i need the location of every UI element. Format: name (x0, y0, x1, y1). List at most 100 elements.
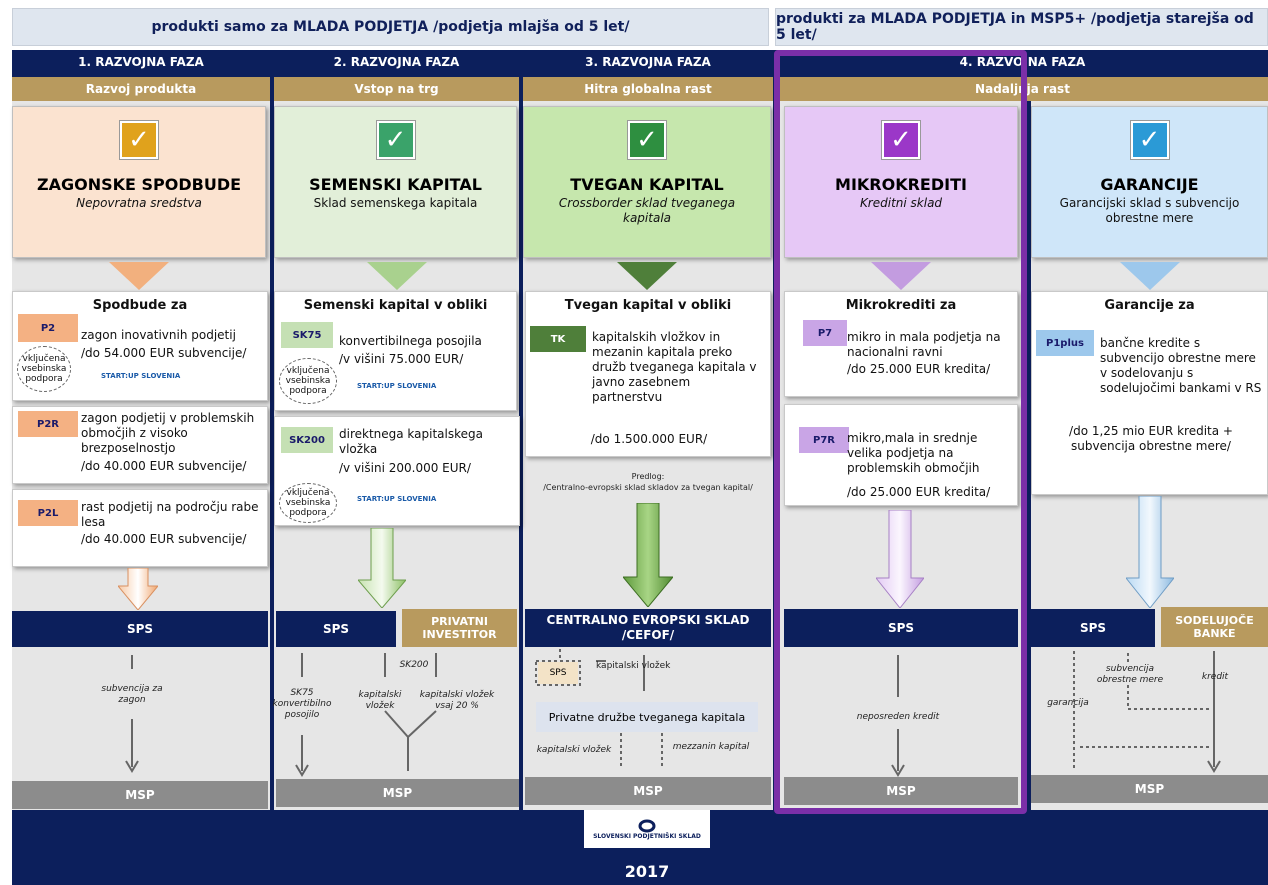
code-badge: P1plus (1036, 330, 1094, 356)
startup-slovenia-logo: START:UP SLOVENIA (357, 495, 437, 503)
note-title: Predlog: (631, 472, 665, 481)
down-triangle-icon (871, 262, 931, 290)
col2-down-arrow-icon (358, 528, 406, 608)
card-garancije: ✓ GARANCIJE Garancijski sklad s subvenci… (1031, 106, 1268, 258)
card-mikrokrediti: ✓ MIKROKREDITI Kreditni sklad (784, 106, 1018, 258)
phase-2-title: 2. RAZVOJNA FAZA (274, 50, 519, 74)
sps-small-box: SPS (538, 662, 578, 684)
msp-bar-1: MSP (12, 781, 268, 809)
card-title: TVEGAN KAPITAL (570, 175, 724, 194)
privatni-investitor-box: PRIVATNI INVESTITOR (402, 609, 517, 647)
card-subtitle: Crossborder sklad tveganega kapitala (558, 196, 736, 225)
card-subtitle: Kreditni sklad (859, 196, 943, 210)
phase-2-sub: Vstop na trg (274, 77, 519, 101)
col5-box-p1plus: Garancije za P1plus bančne kredite s sub… (1031, 291, 1268, 495)
item-amount: /do 1.500.000 EUR/ (590, 432, 708, 446)
item-text: direktnega kapitalskega vložka (339, 427, 483, 456)
col3-note: Predlog: /Centralno-evropski sklad sklad… (523, 471, 773, 493)
flow-label: subvencija za zagon (101, 684, 163, 705)
code-badge: P2R (18, 411, 78, 437)
checkbox-icon: ✓ (120, 121, 158, 159)
down-triangle-icon (367, 262, 427, 290)
header-young-companies: produkti samo za MLADA PODJETJA /podjetj… (12, 8, 769, 46)
sps-logo-icon (638, 819, 656, 832)
support-oval: vključena vsebinska podpora (17, 346, 71, 392)
startup-slovenia-logo: START:UP SLOVENIA (101, 372, 181, 380)
private-vc-box: Privatne družbe tveganega kapitala (536, 702, 758, 732)
phase-3-title: 3. RAZVOJNA FAZA (523, 50, 773, 74)
item-text: mikro,mala in srednje velika podjetja na… (847, 431, 980, 475)
code-badge: P2L (18, 500, 78, 526)
phase-1-sub: Razvoj produkta (12, 77, 270, 101)
item-text: zagon podjetij v problemskih območjih z … (81, 411, 255, 455)
msp-bar-2: MSP (276, 779, 519, 807)
highlight-frame-mikrokrediti (774, 50, 1027, 814)
item-text: kapitalskih vložkov in mezanin kapitala … (592, 330, 757, 404)
item-amount: /do 25.000 EUR kredita/ (847, 362, 991, 376)
flow-label: subvencija obrestne mere (1096, 664, 1164, 685)
flow-label: SK200 (399, 660, 429, 670)
cefof-box: CENTRALNO EVROPSKI SKLAD /CEFOF/ (525, 609, 771, 647)
phase-1-title: 1. RAZVOJNA FAZA (12, 50, 270, 74)
col2-title: Semenski kapital v obliki (303, 298, 488, 313)
header-right-label: produkti za MLADA PODJETJA in MSP5+ /pod… (776, 11, 1254, 43)
card-title: GARANCIJE (1100, 175, 1199, 194)
col1-box-p2l: P2L rast podjetij na področju rabe lesa … (12, 489, 268, 567)
checkbox-icon: ✓ (376, 121, 415, 159)
flow-label: mezzanin kapital (672, 742, 750, 752)
code-badge: SK200 (281, 427, 333, 453)
flow-lines (125, 649, 1221, 777)
item-text: mikro in mala podjetja na nacionalni rav… (847, 330, 1001, 359)
msp-bar-4: MSP (784, 777, 1018, 805)
flow-label: kapitalski vložek vsaj 20 % (419, 690, 495, 711)
card-semenski-kapital: ✓ SEMENSKI KAPITAL Sklad semenskega kapi… (274, 106, 517, 258)
item-text: bančne kredite s subvencijo obrestne mer… (1100, 336, 1262, 395)
col4-title: Mikrokrediti za (845, 298, 957, 313)
col2-box-sk200: SK200 direktnega kapitalskega vložka /v … (274, 416, 520, 526)
card-subtitle: Nepovratna sredstva (76, 196, 202, 210)
item-amount: /do 54.000 EUR subvencije/ (81, 346, 247, 360)
col1-down-arrow-icon (118, 568, 158, 610)
card-zagonske-spodbude: ✓ ZAGONSKE SPODBUDE Nepovratna sredstva (12, 106, 266, 258)
card-tvegan-kapital: ✓ TVEGAN KAPITAL Crossborder sklad tvega… (523, 106, 771, 258)
col2-box-sk75: Semenski kapital v obliki SK75 konvertib… (274, 291, 517, 411)
down-triangle-icon (617, 262, 677, 290)
item-amount: /do 25.000 EUR kredita/ (847, 485, 991, 499)
support-oval: vključena vsebinska podpora (279, 358, 337, 404)
item-amount: /do 40.000 EUR subvencije/ (81, 459, 247, 473)
col4-box-p7r: P7R mikro,mala in srednje velika podjetj… (784, 404, 1018, 506)
flow-label: kapitalski vložek (358, 690, 402, 711)
code-badge: SK75 (281, 322, 333, 348)
header-left-label: produkti samo za MLADA PODJETJA /podjetj… (151, 19, 630, 35)
item-amount: /do 1,25 mio EUR kredita + subvencija ob… (1069, 424, 1233, 453)
flow-label: kapitalski vložek (596, 661, 671, 671)
col3-down-arrow-icon (623, 503, 673, 607)
startup-slovenia-logo: START:UP SLOVENIA (357, 382, 437, 390)
col1-box-p2: Spodbude za P2 zagon inovativnih podjeti… (12, 291, 268, 401)
col4-box-p7: Mikrokrediti za P7 mikro in mala podjetj… (784, 291, 1018, 397)
flow-label: SK75 konvertibilno posojilo (272, 688, 332, 720)
col3-box-tk: Tvegan kapital v obliki TK kapitalskih v… (525, 291, 771, 457)
col1-title: Spodbude za (92, 298, 188, 313)
phase-3-sub: Hitra globalna rast (523, 77, 773, 101)
code-badge: P7R (799, 427, 849, 453)
item-text: konvertibilnega posojila (339, 334, 482, 348)
card-title: MIKROKREDITI (835, 175, 967, 194)
code-badge: P2 (18, 314, 78, 342)
checkbox-icon: ✓ (1130, 121, 1169, 159)
support-oval: vključena vsebinska podpora (279, 483, 337, 523)
item-amount: /do 40.000 EUR subvencije/ (81, 532, 247, 546)
checkbox-icon: ✓ (882, 121, 920, 159)
col4-down-arrow-icon (876, 510, 924, 608)
flow-label: kredit (1201, 672, 1229, 682)
item-amount: /v višini 200.000 EUR/ (339, 461, 471, 475)
item-text: zagon inovativnih podjetij (81, 328, 236, 342)
down-triangle-icon (1120, 262, 1180, 290)
sodelujoce-banke-box: SODELUJOČE BANKE (1161, 607, 1268, 647)
card-subtitle: Sklad semenskega kapitala (313, 196, 478, 210)
col1-box-p2r: P2R zagon podjetij v problemskih območji… (12, 406, 268, 484)
sps-box-1: SPS (12, 611, 268, 647)
checkbox-icon: ✓ (628, 121, 666, 159)
sps-logo-text: SLOVENSKI PODJETNIŠKI SKLAD (593, 832, 701, 840)
col3-title: Tvegan kapital v obliki (564, 298, 732, 313)
